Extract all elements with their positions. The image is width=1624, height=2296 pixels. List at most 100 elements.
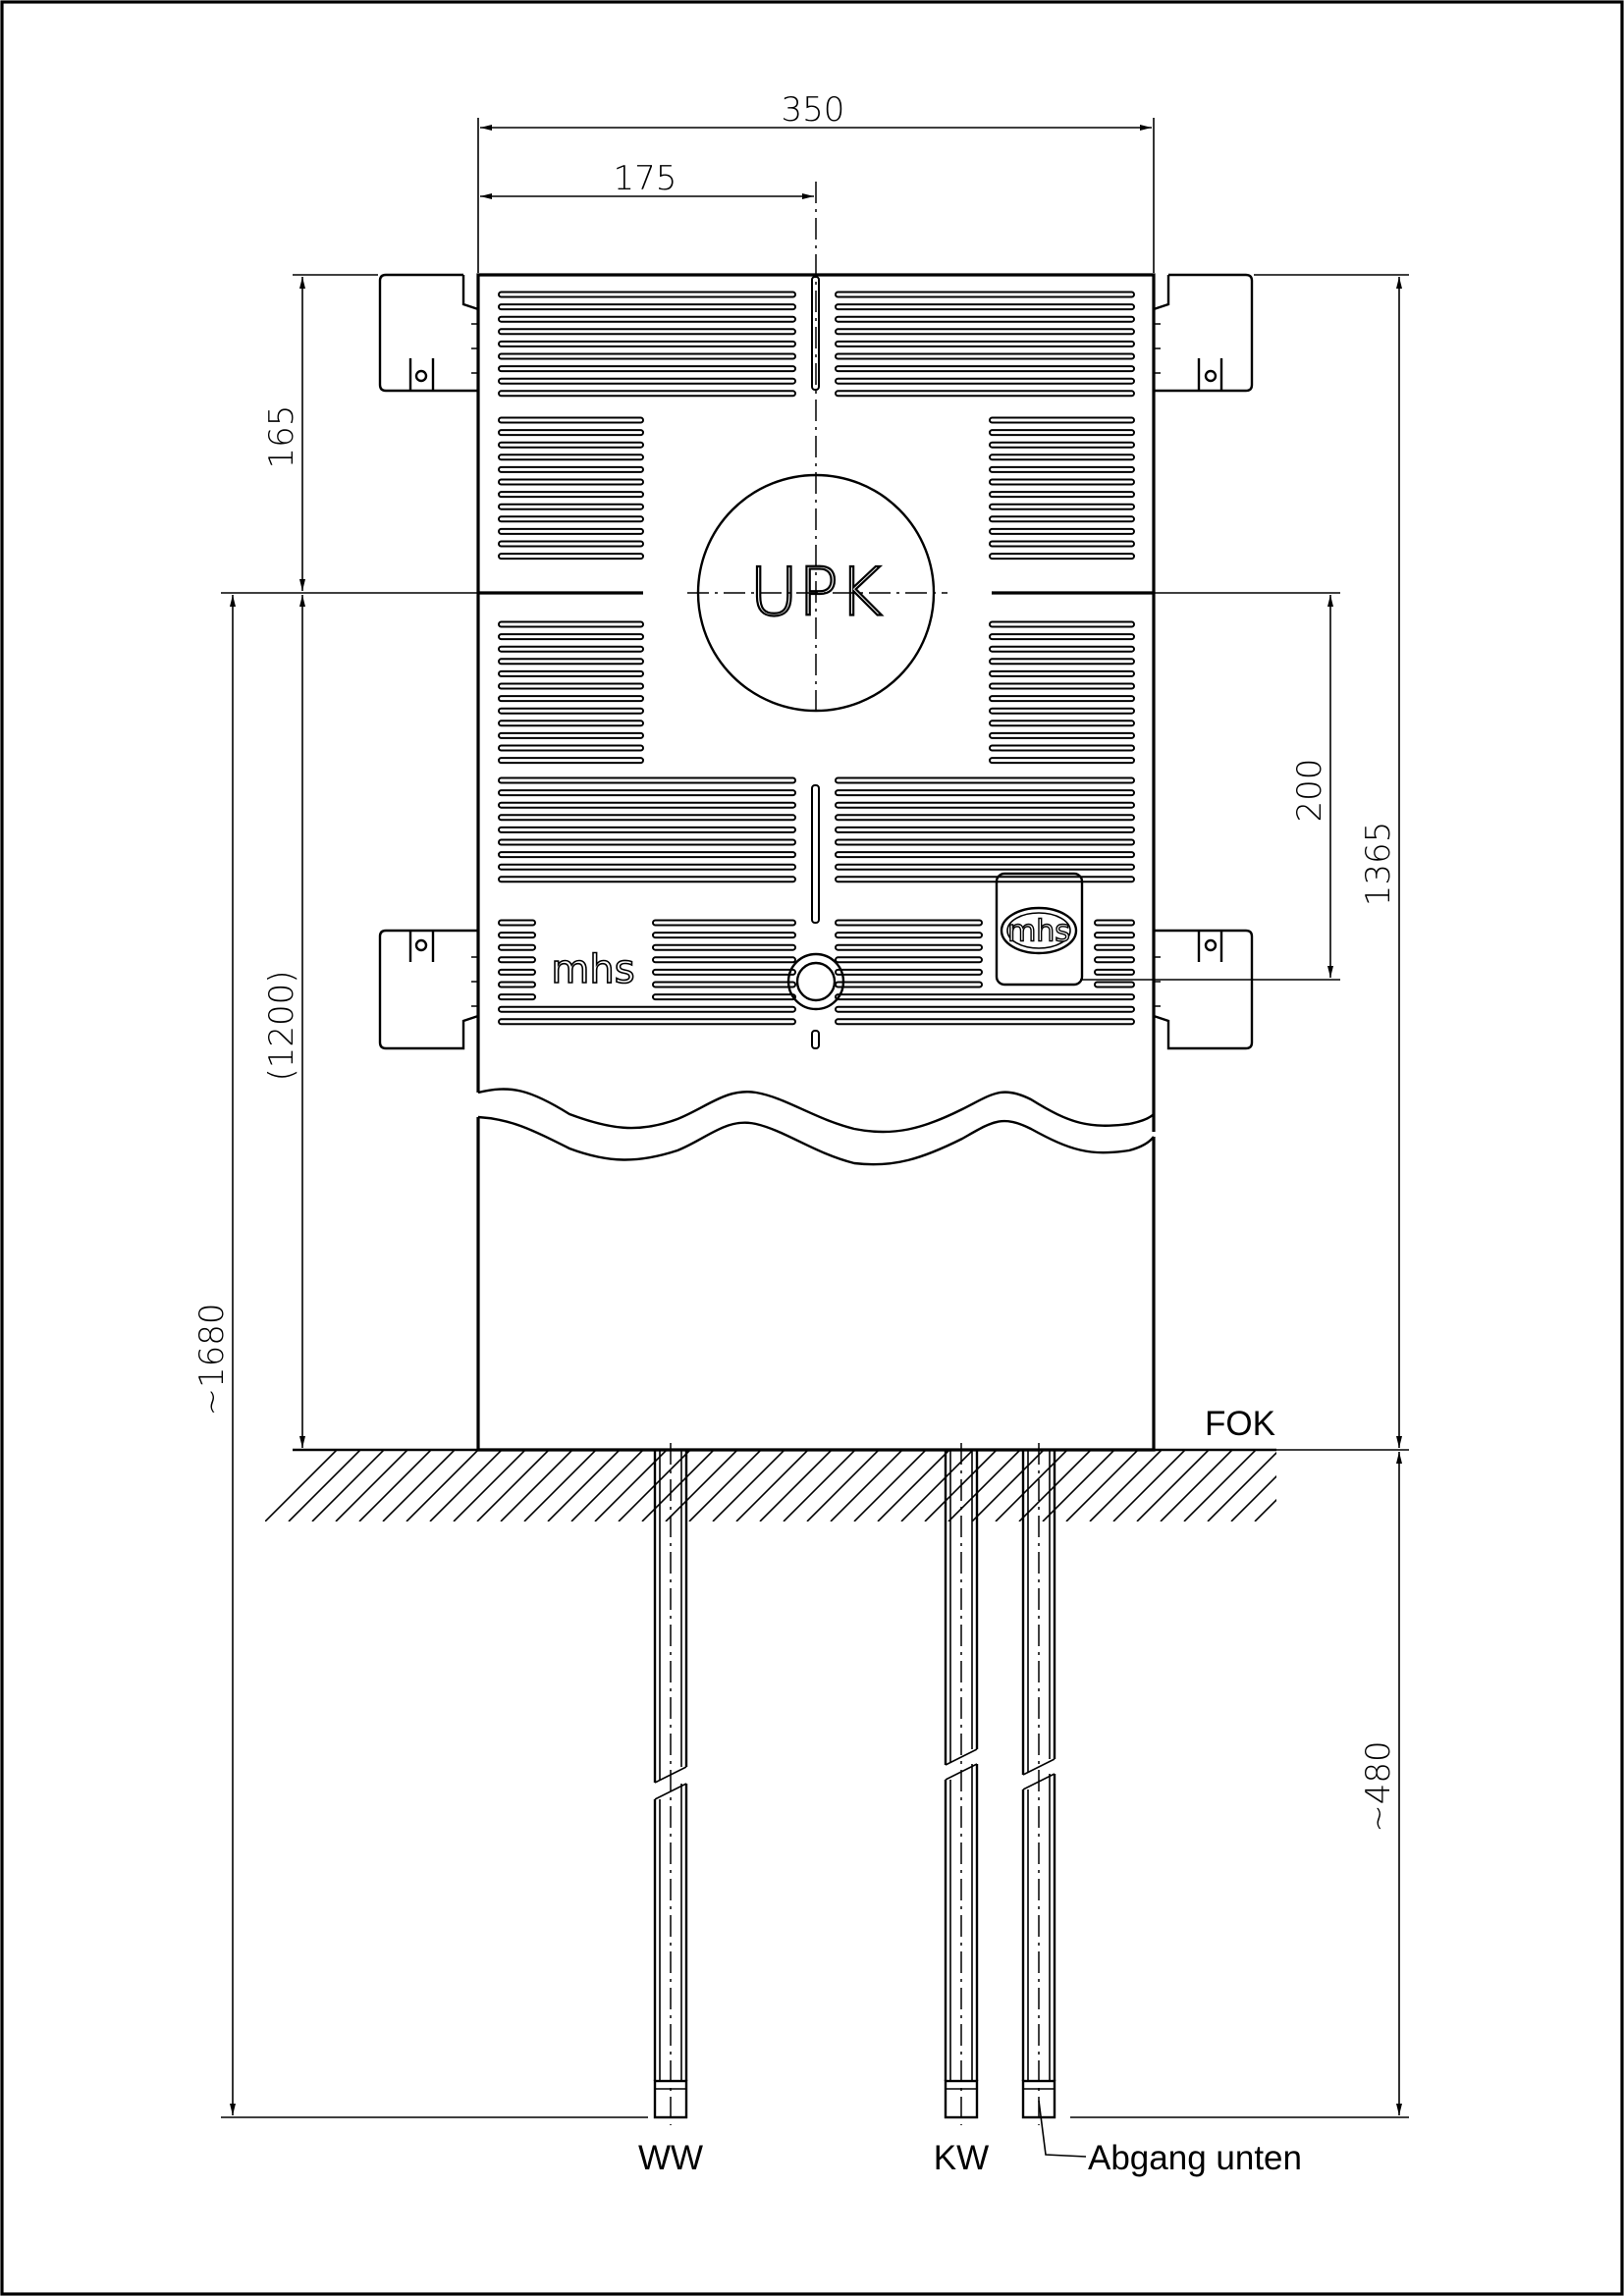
hatch-line xyxy=(853,1450,927,1522)
hatch-line xyxy=(759,1450,833,1522)
slot xyxy=(498,919,536,927)
hatch-line xyxy=(288,1450,361,1522)
dim-200: 200 xyxy=(1290,759,1329,823)
slot xyxy=(835,956,983,964)
slot xyxy=(835,390,1135,398)
slot xyxy=(835,776,1135,784)
slot xyxy=(835,876,1135,883)
slot xyxy=(498,315,796,323)
slot xyxy=(498,695,644,703)
dim-165: 165 xyxy=(262,405,301,469)
slot xyxy=(835,303,1135,311)
slot xyxy=(498,527,644,535)
hatch-line xyxy=(1089,1450,1163,1522)
hatch-line xyxy=(358,1450,432,1522)
pipes xyxy=(653,1443,1056,2125)
dim-480: ~480 xyxy=(1359,1740,1398,1832)
slot xyxy=(989,633,1135,641)
slot xyxy=(498,731,644,739)
slot xyxy=(835,943,983,951)
hatch-line xyxy=(500,1450,573,1522)
slot xyxy=(498,465,644,473)
hatch-line xyxy=(382,1450,456,1522)
slot xyxy=(989,682,1135,690)
slot xyxy=(498,478,644,486)
slot xyxy=(989,731,1135,739)
slot xyxy=(498,365,796,373)
hatch-line xyxy=(523,1450,597,1522)
slot xyxy=(1094,919,1135,927)
slot xyxy=(835,968,983,976)
slot xyxy=(498,328,796,336)
slot xyxy=(835,838,1135,846)
label-abgang-unten: Abgang unten xyxy=(1088,2139,1302,2177)
slot xyxy=(498,620,644,628)
slot xyxy=(989,695,1135,703)
logo-left: mhs xyxy=(551,947,634,992)
hatch-line xyxy=(547,1450,621,1522)
slot xyxy=(989,503,1135,510)
logo-right-badge: mhs xyxy=(995,872,1084,987)
slot xyxy=(652,956,796,964)
slot xyxy=(498,932,536,939)
slot xyxy=(652,919,796,927)
hatch-line xyxy=(1160,1450,1233,1522)
slot xyxy=(498,814,796,822)
slot xyxy=(498,291,796,298)
slot xyxy=(835,851,1135,859)
bottom-center-slot xyxy=(811,784,820,924)
bracket-bottom-right xyxy=(1153,929,1254,1050)
logo-right: mhs xyxy=(1007,915,1070,949)
hatch-line xyxy=(476,1450,550,1522)
hatch-line xyxy=(735,1450,809,1522)
slot xyxy=(835,789,1135,797)
hatch-line xyxy=(830,1450,903,1522)
slot xyxy=(1094,932,1135,939)
slot xyxy=(989,669,1135,677)
slot xyxy=(835,315,1135,323)
slot xyxy=(835,932,983,939)
slot xyxy=(498,645,644,653)
dim-1680: ~1680 xyxy=(192,1303,232,1415)
slot xyxy=(1094,981,1135,988)
slot xyxy=(989,454,1135,461)
dim-1365: 1365 xyxy=(1359,822,1398,907)
hatch-line xyxy=(570,1450,644,1522)
slot xyxy=(835,340,1135,347)
dim-1200: (1200) xyxy=(262,970,301,1081)
slot xyxy=(835,919,983,927)
slot xyxy=(989,515,1135,523)
bracket-top-left xyxy=(378,273,479,393)
label-ww: WW xyxy=(638,2139,703,2177)
slot xyxy=(498,669,644,677)
slot xyxy=(989,757,1135,765)
slot xyxy=(498,876,796,883)
hatch-line xyxy=(453,1450,526,1522)
hatch-line xyxy=(900,1450,974,1522)
hatch-line xyxy=(641,1450,715,1522)
hatch-line xyxy=(1183,1450,1257,1522)
slot xyxy=(498,515,644,523)
slot xyxy=(1094,943,1135,951)
slot xyxy=(652,993,796,1001)
hatch-line xyxy=(1207,1450,1276,1522)
hatch-line xyxy=(311,1450,385,1522)
slot xyxy=(652,943,796,951)
floor-hatch xyxy=(265,1450,1276,1522)
slot xyxy=(498,720,644,727)
dim-350: 350 xyxy=(782,90,845,130)
slot xyxy=(498,303,796,311)
slot xyxy=(835,981,983,988)
slot xyxy=(989,416,1135,424)
slot xyxy=(498,540,644,548)
label-fok: FOK xyxy=(1205,1405,1275,1443)
hatch-line xyxy=(429,1450,503,1522)
hatch-line xyxy=(1136,1450,1210,1522)
bottom-small-slot xyxy=(811,1030,820,1049)
hatch-line xyxy=(688,1450,762,1522)
slot xyxy=(835,1005,1135,1013)
slot xyxy=(498,851,796,859)
slot xyxy=(498,553,644,561)
